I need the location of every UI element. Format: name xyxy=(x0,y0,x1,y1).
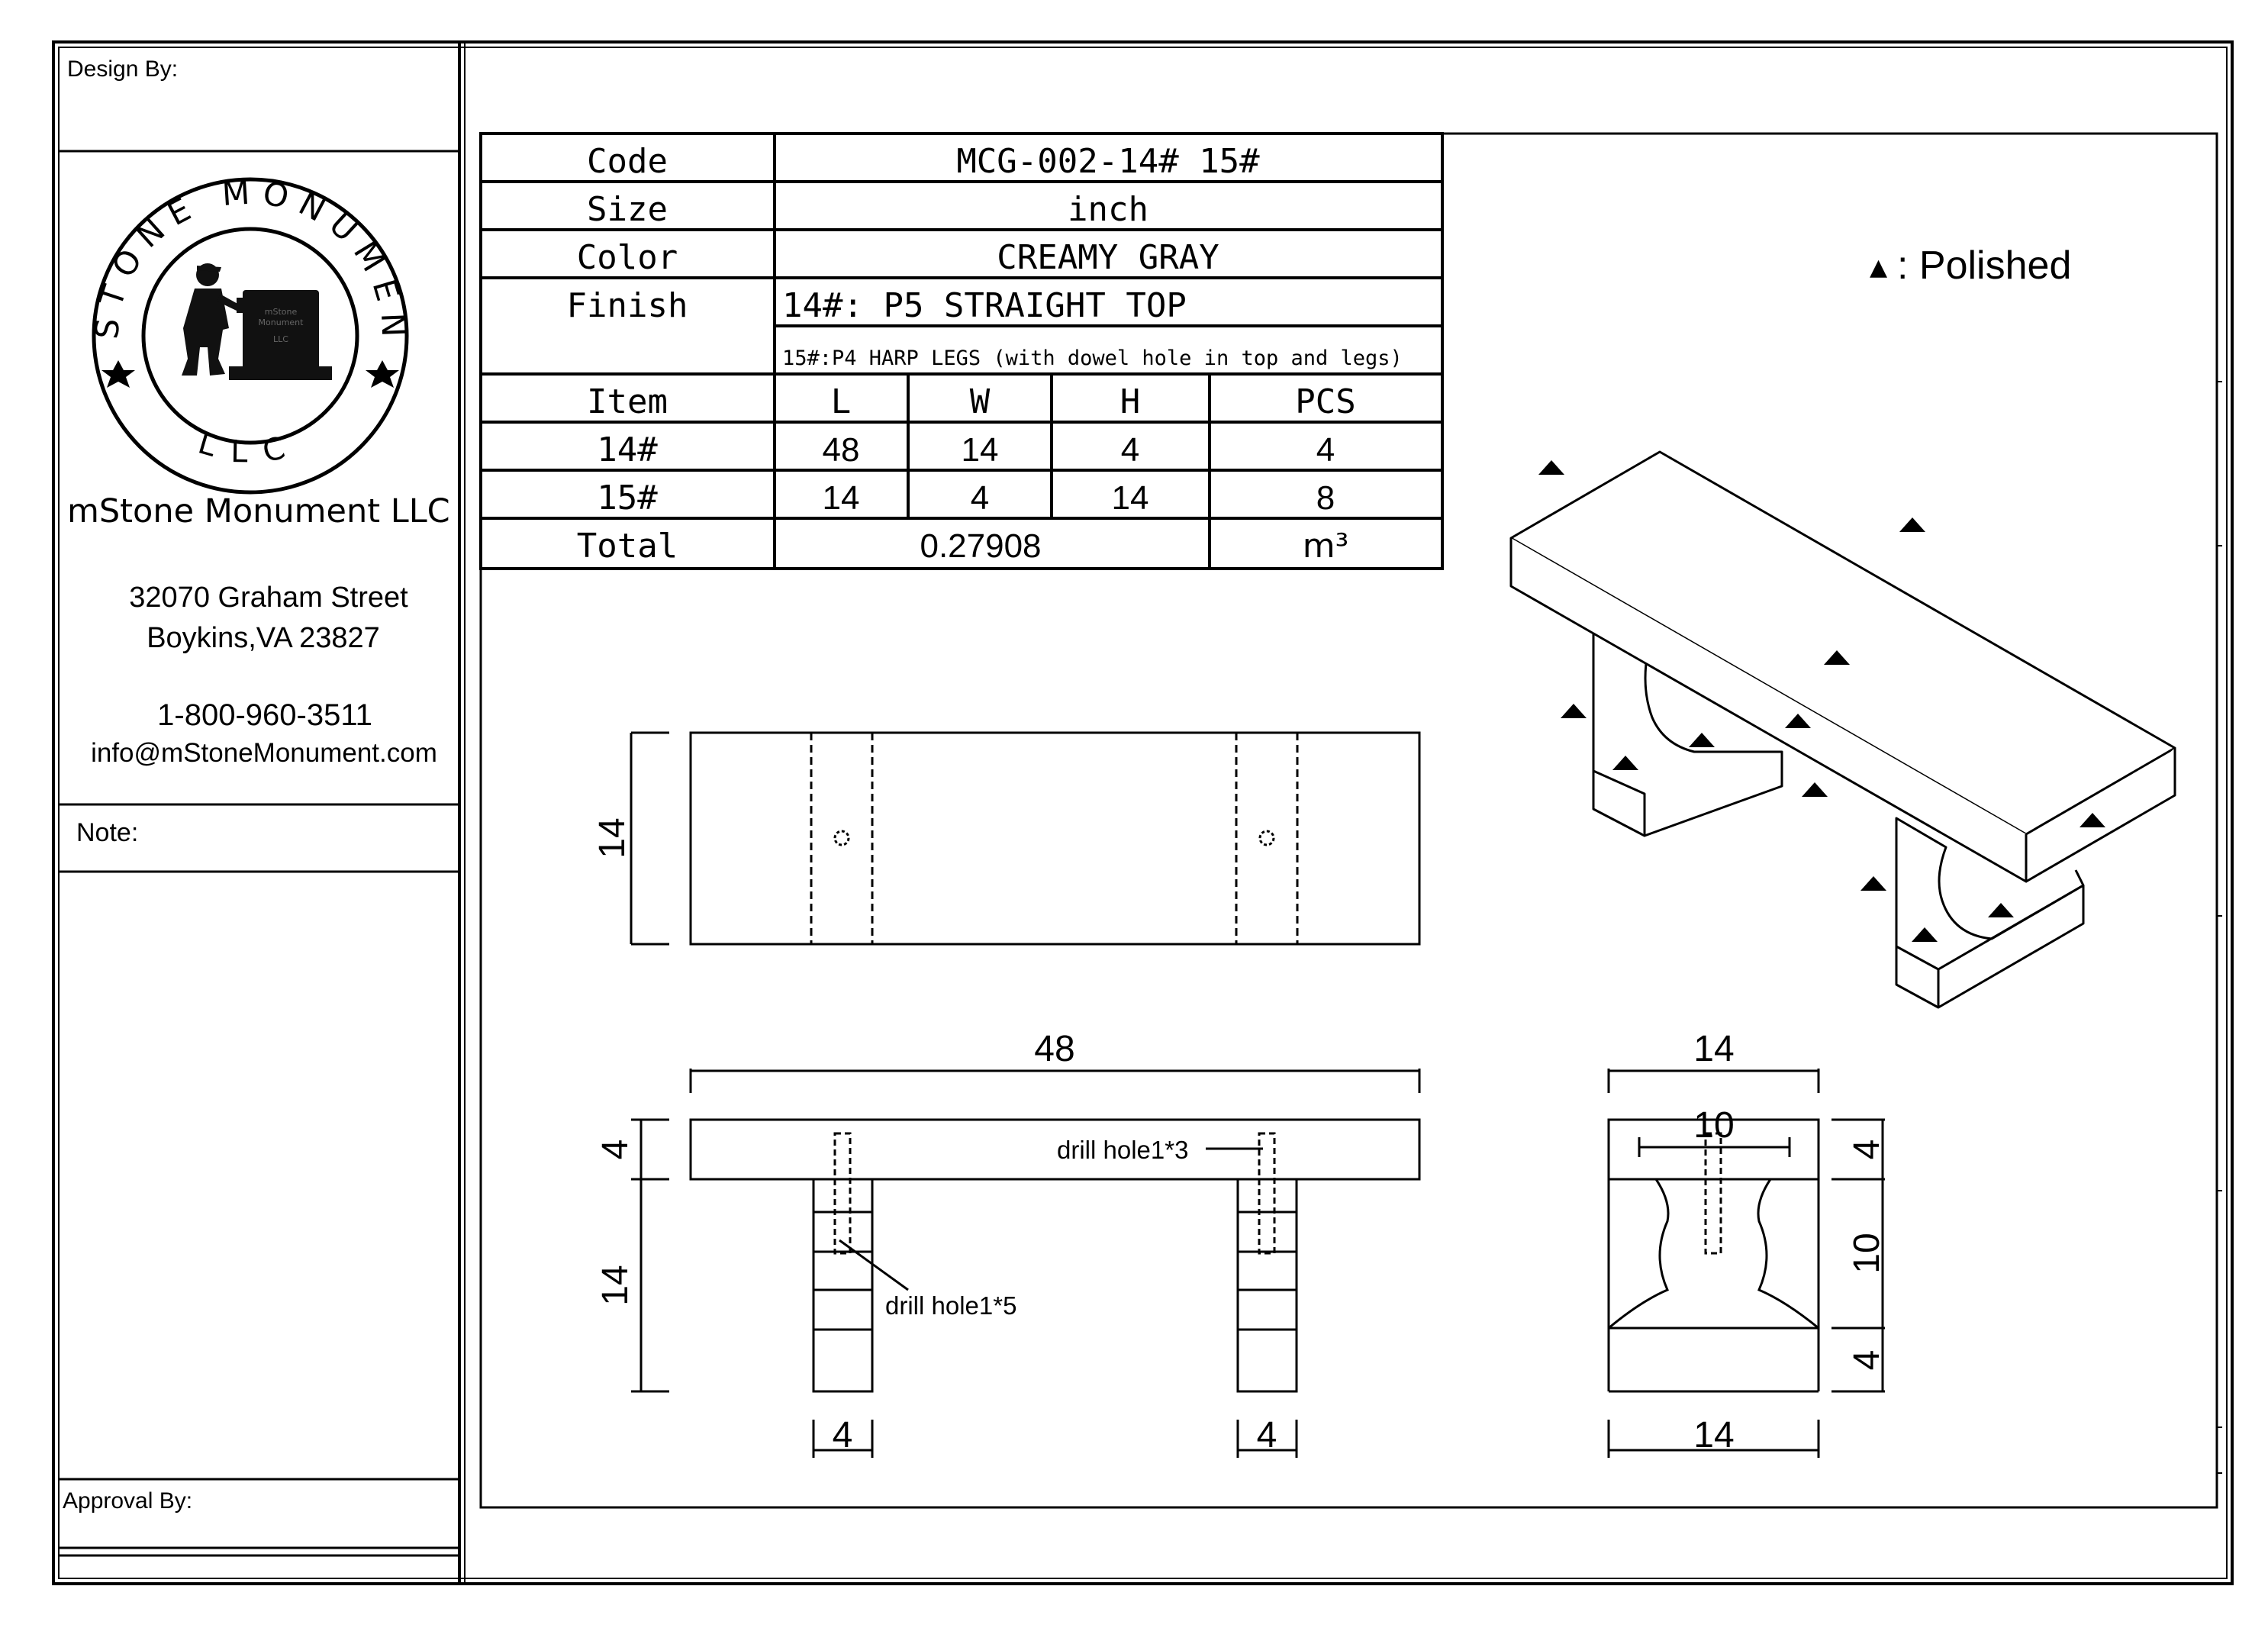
row2-pcs: 8 xyxy=(1316,479,1335,517)
finish-label: Finish xyxy=(567,286,688,325)
polished-triangle-icon xyxy=(1802,782,1828,797)
title-block xyxy=(59,150,459,1557)
polished-label: : Polished xyxy=(1897,243,2071,288)
finish-value-legs: 15#:P4 HARP LEGS (with dowel hole in top… xyxy=(782,347,1403,370)
logo-ring-bottom-text: LLC xyxy=(194,425,288,469)
top-view xyxy=(630,731,1421,946)
polished-triangle-icon xyxy=(1612,756,1638,770)
dim-front-leg-height: 14 xyxy=(595,1265,636,1305)
row2-item: 15# xyxy=(597,479,658,517)
header-h: H xyxy=(1120,382,1141,421)
dim-side-right-mid: 10 xyxy=(1847,1233,1887,1273)
stone-text-3: LLC xyxy=(273,334,288,344)
size-label: Size xyxy=(587,190,668,229)
row1-item: 14# xyxy=(597,430,658,469)
code-value: MCG-002-14# 15# xyxy=(956,142,1260,181)
polished-triangle-icon: ▲ xyxy=(1870,254,1887,281)
note-label: Note: xyxy=(76,818,138,847)
code-label: Code xyxy=(587,142,668,181)
polished-triangle-icon xyxy=(1785,714,1811,728)
dim-side-top-width: 14 xyxy=(1693,1029,1734,1069)
total-value: 0.27908 xyxy=(920,527,1041,565)
svg-text:LLC: LLC xyxy=(194,425,306,469)
header-w: W xyxy=(970,382,991,421)
color-label: Color xyxy=(577,238,678,277)
stone-carver-icon: mStone Monument LLC xyxy=(182,263,332,380)
dim-side-right-top: 4 xyxy=(1847,1140,1887,1160)
address-line1: 32070 Graham Street xyxy=(129,582,408,614)
front-view-labels: 48 4 14 4 4 drill hole1*3 drill hole1*5 xyxy=(595,1029,1277,1456)
row1-h: 4 xyxy=(1121,431,1139,469)
row2-l: 14 xyxy=(823,479,860,517)
phone-number: 1-800-960-3511 xyxy=(157,698,372,732)
row1-l: 48 xyxy=(823,431,860,469)
polished-triangle-icon xyxy=(1912,927,1938,942)
row2-h: 14 xyxy=(1112,479,1149,517)
polished-triangle-icon xyxy=(1824,650,1850,665)
finish-value: 14#: P5 STRAIGHT TOP xyxy=(782,286,1187,325)
total-unit: m³ xyxy=(1303,527,1349,566)
spec-table xyxy=(479,132,1444,570)
polished-triangle-icon xyxy=(1860,876,1886,891)
dim-front-length: 48 xyxy=(1034,1029,1074,1069)
side-view-labels: 14 10 4 10 4 14 xyxy=(1693,1029,1887,1456)
polished-legend: ▲ : Polished xyxy=(1870,243,2071,288)
star-left-icon xyxy=(101,360,135,388)
isometric-bench xyxy=(1509,450,2176,1009)
side-view xyxy=(1607,1069,1885,1458)
size-value: inch xyxy=(1068,190,1148,229)
color-value: CREAMY GRAY xyxy=(997,238,1219,277)
company-name: mStone Monument LLC xyxy=(67,492,450,530)
dim-side-bottom-width: 14 xyxy=(1693,1415,1734,1456)
dim-leg-width-right: 4 xyxy=(1257,1415,1277,1456)
front-view xyxy=(631,1069,1421,1458)
sheet-frame xyxy=(52,40,2234,1585)
dim-leg-width-left: 4 xyxy=(833,1415,853,1456)
header-l: L xyxy=(831,382,852,421)
polished-triangle-icon xyxy=(2080,813,2105,827)
row1-pcs: 4 xyxy=(1316,431,1335,469)
email-address: info@mStoneMonument.com xyxy=(91,738,437,768)
dim-top-view-width: 14 xyxy=(592,817,633,858)
design-by-label: Design By: xyxy=(67,56,178,82)
header-item: Item xyxy=(587,382,668,421)
total-label: Total xyxy=(577,527,678,566)
dim-front-top-thickness: 4 xyxy=(595,1140,636,1160)
header-pcs: PCS xyxy=(1295,382,1355,421)
polished-triangle-icon xyxy=(1538,460,1564,475)
polished-triangle-icon xyxy=(1689,733,1715,747)
drill-hole-top-label: drill hole1*3 xyxy=(1057,1136,1188,1164)
polished-triangle-icon xyxy=(1561,704,1587,718)
dim-side-inner: 10 xyxy=(1693,1105,1734,1146)
dim-side-right-bottom: 4 xyxy=(1847,1350,1887,1371)
polished-triangle-icon xyxy=(1988,903,2014,917)
polished-triangle-icon xyxy=(1899,517,1925,532)
drill-hole-leg-label: drill hole1*5 xyxy=(885,1291,1016,1320)
row2-w: 4 xyxy=(971,479,989,517)
stone-text-2: Monument xyxy=(259,318,304,327)
stone-text-1: mStone xyxy=(265,307,298,317)
polished-markers xyxy=(1538,460,2105,942)
approval-by-label: Approval By: xyxy=(63,1488,192,1514)
row1-w: 14 xyxy=(962,431,999,469)
right-edge-ticks xyxy=(2217,381,2222,1474)
company-logo: MSTONE MONUMENT LLC mStone Monument LLC xyxy=(0,0,409,495)
star-right-icon xyxy=(366,360,399,388)
spec-table-text: Code MCG-002-14# 15# Size inch Color CRE… xyxy=(567,142,1403,566)
address-line2: Boykins,VA 23827 xyxy=(147,622,380,654)
